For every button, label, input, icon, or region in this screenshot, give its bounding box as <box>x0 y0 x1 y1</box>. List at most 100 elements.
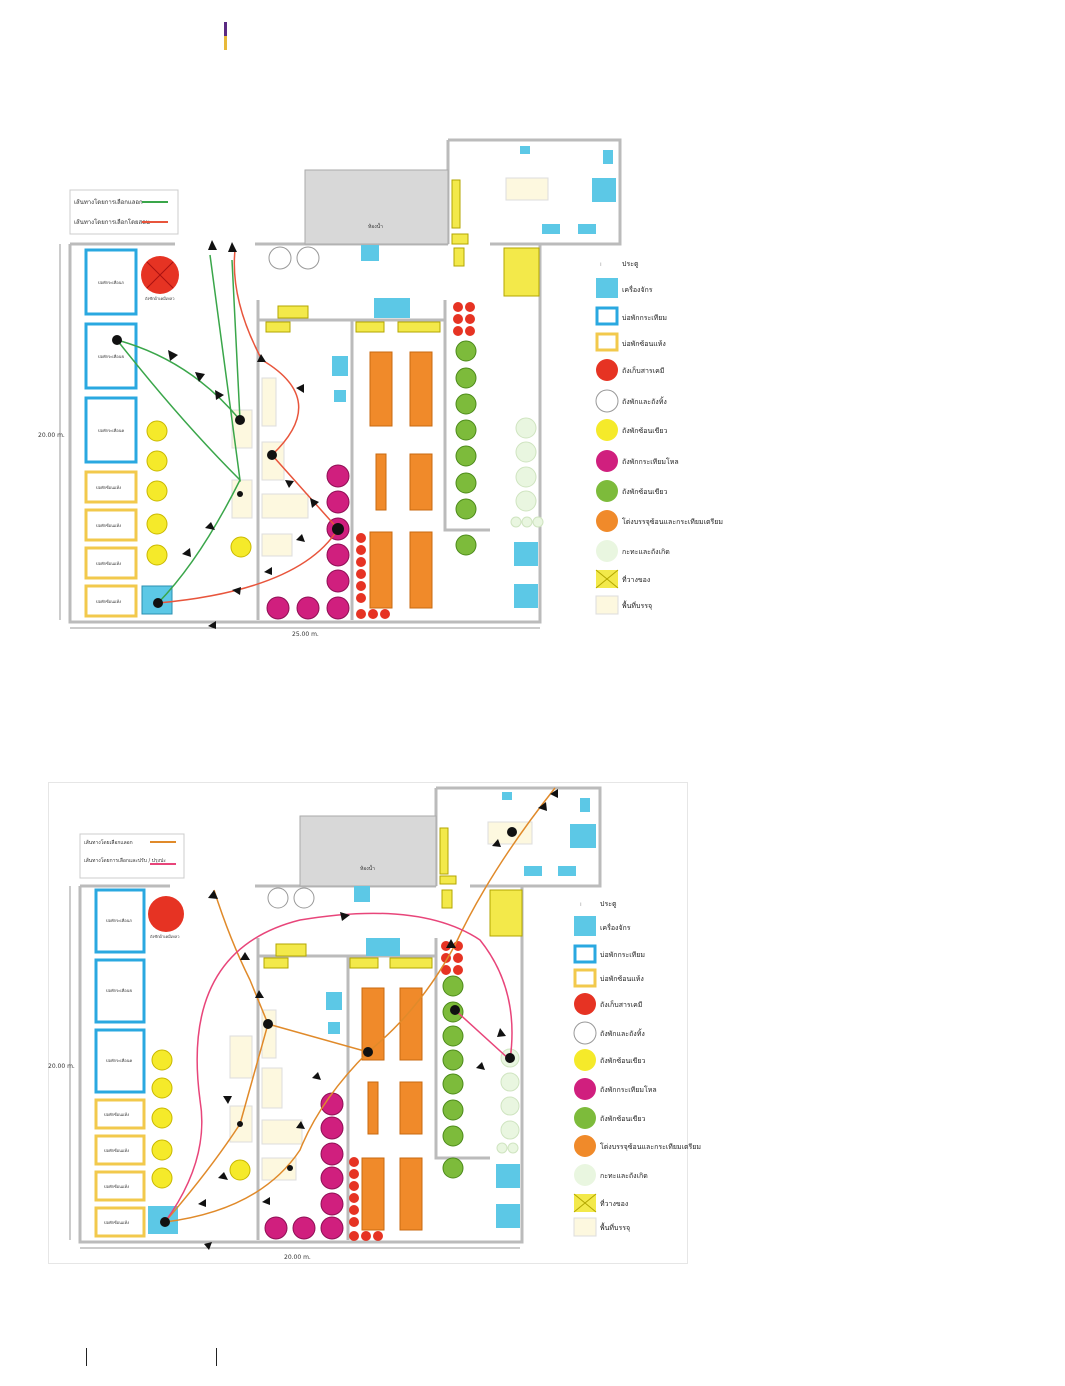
legend-label: ถังพักและถังทิ้ง <box>600 1027 645 1038</box>
machine <box>334 390 346 402</box>
machine <box>514 584 538 608</box>
legend-label: ถังเก็บสารเคมี <box>600 1000 642 1009</box>
route-nodes <box>160 827 517 1227</box>
legend-label: โต่งบรรจุซ้อนและกระเทียมเตรียม <box>622 517 723 526</box>
bin-label: บ่อพักระเทือนก <box>98 280 124 285</box>
route-green <box>116 259 241 423</box>
legend-label: ประตู <box>600 900 617 908</box>
route-green <box>157 479 241 604</box>
dimension-height: 20.00 m. <box>48 1063 75 1070</box>
machine <box>366 938 400 956</box>
cream-area <box>505 177 549 201</box>
bin-label: บ่อพักระเทือนข <box>98 354 124 359</box>
path-legend: เส้นทางโดยเลือกแลอก เส้นทางโดยการเลือกแล… <box>79 833 185 879</box>
machine <box>524 866 542 876</box>
yellow-bin-label: บ่อพักซ้อนแห้ง <box>104 1148 129 1153</box>
legend-path-label: เส้นทางโดยเลือกแลอก <box>84 839 133 846</box>
green-tanks <box>455 340 477 556</box>
magenta-tanks <box>264 1092 344 1240</box>
yellow-bin-label: บ่อพักซ้อนแห้ง <box>96 485 121 490</box>
machine <box>332 356 348 376</box>
route-orange <box>367 787 556 1053</box>
legend-label: ถังพักซ้อนเขียว <box>600 1057 646 1065</box>
footer-rule <box>86 1348 87 1366</box>
restroom-label: ห้องน้ำ <box>360 863 375 872</box>
footer-rule <box>216 1348 217 1366</box>
machine <box>361 245 379 261</box>
red-tanks <box>349 941 463 1241</box>
orange-tanks <box>361 987 423 1231</box>
cream-areas <box>229 1009 303 1181</box>
blue-bins <box>84 248 138 464</box>
legend-label: ที่วางของ <box>622 575 650 584</box>
route-orange <box>164 1023 370 1223</box>
legend-label: บ่อพักซ้อนแห้ง <box>622 340 666 348</box>
route-nodes <box>112 335 344 608</box>
legend-label: ถังเก็บสารเคมี <box>622 366 664 375</box>
route-red <box>157 249 339 604</box>
legend-label: ถังพักกระเทียมโหล <box>622 457 679 466</box>
yellow-bin-label: บ่อพักซ้อนแห้ง <box>104 1220 129 1225</box>
legend-label: บ่อพักกระเทียม <box>622 314 667 322</box>
yellow-bins <box>84 470 138 618</box>
route-green <box>116 254 242 483</box>
crossboxes <box>265 179 540 333</box>
symbol-legend: ı ประตู เครื่องจักร บ่อพักกระเทียม บ่อพั… <box>573 900 701 1237</box>
dimension-width: 25.00 m. <box>292 631 319 638</box>
route-pink <box>164 912 513 1223</box>
legend-label: กะทะและถังเกิด <box>622 548 670 556</box>
legend-label: เครื่องจักร <box>622 285 653 294</box>
floor-plan-diagram-1: เส้นทางโดยการเลือกแลอก เส้นทางโดยการเลือ… <box>38 138 723 638</box>
green-tanks <box>442 975 464 1179</box>
machine <box>514 542 538 566</box>
yellow-bin-label: บ่อพักซ้อนแห้ง <box>96 599 121 604</box>
machine <box>496 1164 520 1188</box>
machine <box>354 886 370 902</box>
legend-label: โต่งบรรจุซ้อนและกระเทียมเตรียม <box>600 1142 701 1151</box>
orange-tanks <box>369 351 433 609</box>
route-arrows <box>168 240 319 629</box>
legend-label: ถังพักกระเทียมโหล <box>600 1085 657 1094</box>
machine <box>141 585 173 615</box>
yellow-tanks <box>146 420 252 566</box>
pale-tanks <box>496 1048 520 1154</box>
yellow-bins <box>94 1098 146 1238</box>
pale-tanks <box>510 417 544 528</box>
machine <box>603 150 613 164</box>
legend-label: ประตู <box>622 260 639 268</box>
legend-path-label: เส้นทางโดยการเลือกแลอก <box>74 198 143 206</box>
yellow-bin-label: บ่อพักซ้อนแห้ง <box>104 1184 129 1189</box>
legend-label: ถังพักซ้อนเขียว <box>600 1115 646 1123</box>
svg-text:ı: ı <box>580 901 582 908</box>
machine <box>496 1204 520 1228</box>
bin-label: บ่อพักระเทือนค <box>106 1058 132 1063</box>
yellow-tanks <box>151 1049 251 1189</box>
restroom <box>299 815 437 887</box>
chemical-tank <box>148 896 184 932</box>
crossboxes <box>263 827 523 969</box>
symbol-legend: ı ประตู เครื่องจักร บ่อพักกระเทียม บ่อพั… <box>595 260 723 615</box>
yellow-bin-label: บ่อพักซ้อนแห้ง <box>96 523 121 528</box>
machine <box>558 866 576 876</box>
white-tanks <box>267 887 315 909</box>
machine <box>592 178 616 202</box>
magenta-tanks <box>266 464 350 620</box>
legend-label: ที่วางของ <box>600 1199 628 1208</box>
tank-label: ถังซักผ้าเคมีเหลว <box>145 296 174 301</box>
figure-2-frame <box>48 782 688 1264</box>
legend-label: บ่อพักซ้อนแห้ง <box>600 975 644 983</box>
machine <box>520 146 530 154</box>
cream-areas <box>231 377 309 557</box>
restroom-label: ห้องน้ำ <box>368 221 383 230</box>
restroom <box>304 169 449 245</box>
white-tanks <box>268 246 320 270</box>
route-arrows <box>198 789 558 1250</box>
blue-bins <box>94 888 146 1094</box>
bin-label: บ่อพักระเทือนค <box>98 428 124 433</box>
machine <box>502 792 512 800</box>
machine <box>542 224 560 234</box>
yellow-bin-label: บ่อพักซ้อนแห้ง <box>96 561 121 566</box>
legend-path-label: เส้นทางโดยการเลือกและปรับ / ปรุงปะ <box>84 857 166 864</box>
svg-text:ı: ı <box>600 261 602 268</box>
